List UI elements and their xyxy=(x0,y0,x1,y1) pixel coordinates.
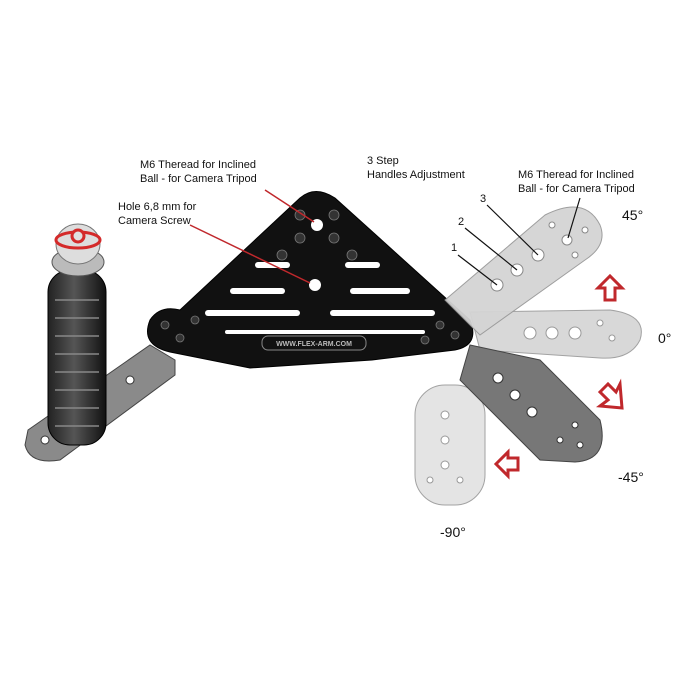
handle-position-minus90 xyxy=(414,384,486,506)
leader-step-2 xyxy=(464,227,518,271)
handle-position-minus45 xyxy=(459,344,603,463)
leader-step-1 xyxy=(457,254,498,286)
arrow-left-icon xyxy=(493,448,520,480)
label-m6-left-1: M6 Theread for Inclined xyxy=(140,159,256,171)
step-number-2: 2 xyxy=(458,216,464,228)
handle-position-45 xyxy=(444,206,603,336)
leader-step-3 xyxy=(486,204,539,256)
label-hole-2: Camera Screw xyxy=(118,215,191,227)
camera-screw-hole xyxy=(309,279,321,291)
label-m6-right-1: M6 Theread for Inclined xyxy=(518,169,634,181)
leader-m6-left xyxy=(264,189,315,223)
arrow-up-icon xyxy=(594,273,626,302)
angle-minus90: -90° xyxy=(440,524,466,540)
angle-0: 0° xyxy=(658,330,671,346)
leader-hole xyxy=(189,224,311,284)
step-number-3: 3 xyxy=(480,193,486,205)
label-m6-left-2: Ball - for Camera Tripod xyxy=(140,173,257,185)
label-step-1-line: 3 Step xyxy=(367,155,399,167)
label-m6-right-2: Ball - for Camera Tripod xyxy=(518,183,635,195)
label-hole-1: Hole 6,8 mm for xyxy=(118,201,197,213)
label-step-2-line: Handles Adjustment xyxy=(367,169,465,181)
triangle-plate: WWW.FLEX-ARM.COM xyxy=(147,191,474,369)
handle-grip xyxy=(47,223,107,446)
step-number-1: 1 xyxy=(451,242,457,254)
angle-minus45: -45° xyxy=(618,469,644,485)
handle-position-0 xyxy=(469,309,642,359)
leader-m6-right xyxy=(567,197,581,239)
arrow-down-icon xyxy=(595,378,624,410)
angle-45: 45° xyxy=(622,207,643,223)
plate-logo: WWW.FLEX-ARM.COM xyxy=(276,341,352,348)
